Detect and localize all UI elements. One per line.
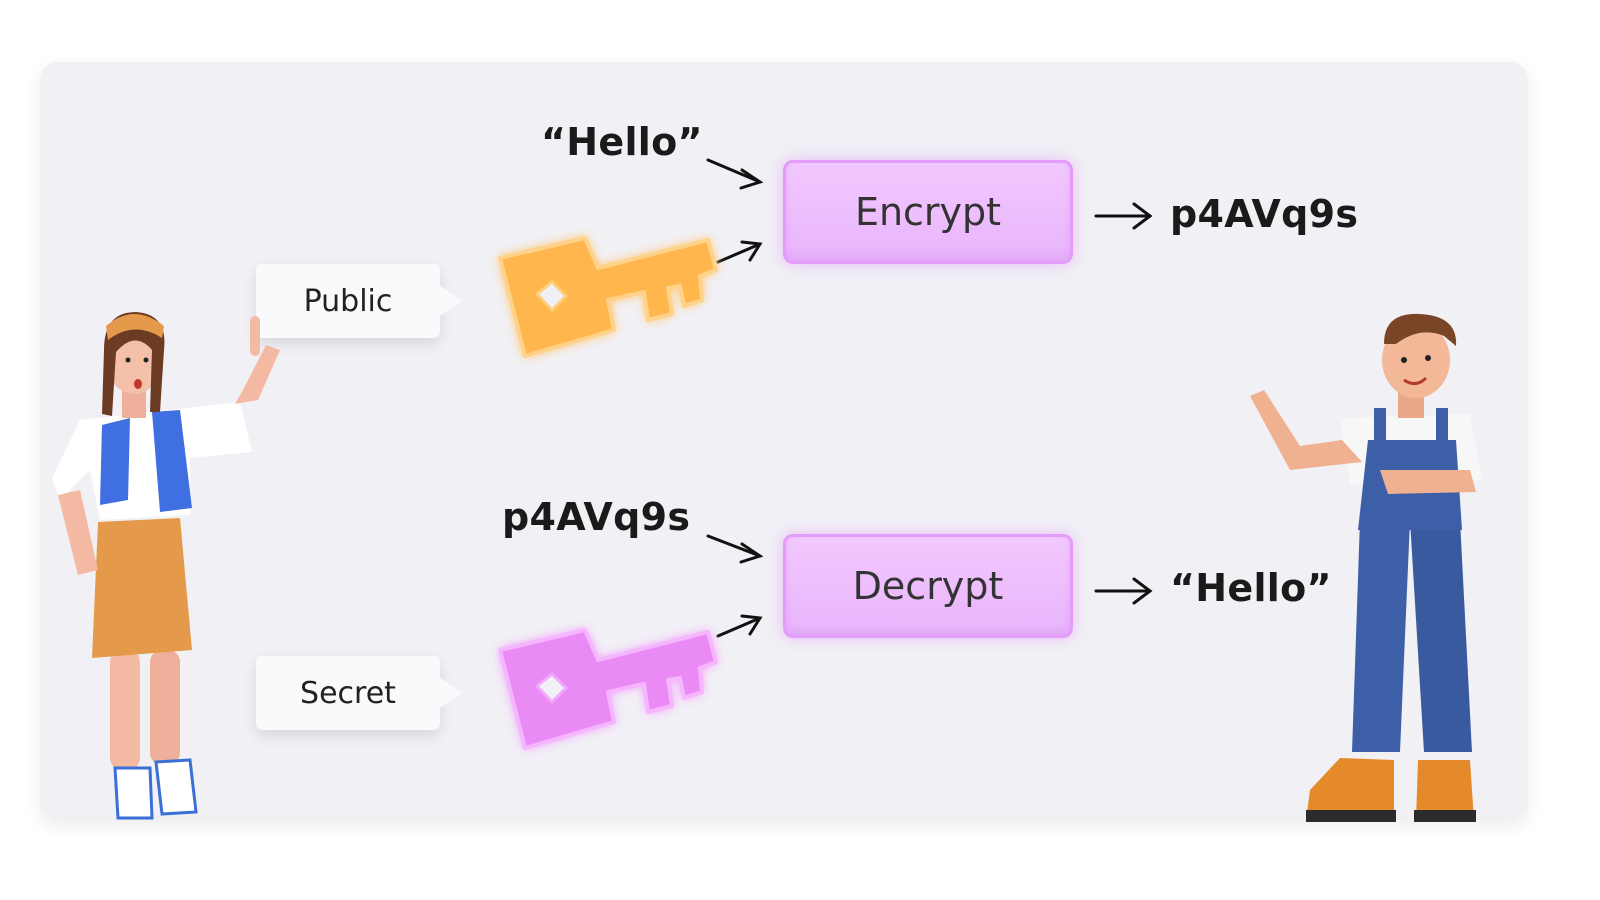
public-key-icon — [498, 236, 718, 358]
encrypt-input-arrow — [706, 158, 762, 184]
secret-key-label: Secret — [300, 675, 396, 711]
decrypt-key-arrow — [716, 616, 762, 638]
encrypt-key-arrow — [716, 242, 762, 264]
decrypt-input-text: p4AVq9s — [502, 495, 691, 539]
secret-key-icon — [498, 628, 718, 750]
decrypt-output-text: “Hello” — [1170, 566, 1332, 610]
decrypt-box: Decrypt — [783, 534, 1073, 638]
encrypt-output-text: p4AVq9s — [1170, 192, 1359, 236]
decrypt-input-arrow — [706, 534, 762, 558]
secret-key-bubble: Secret — [256, 656, 462, 730]
encrypt-input-text: “Hello” — [541, 120, 703, 164]
man-character-icon — [1250, 313, 1482, 822]
public-key-label: Public — [303, 283, 393, 319]
woman-character-icon — [52, 312, 280, 820]
public-key-bubble: Public — [256, 264, 462, 338]
encrypt-box: Encrypt — [783, 160, 1073, 264]
